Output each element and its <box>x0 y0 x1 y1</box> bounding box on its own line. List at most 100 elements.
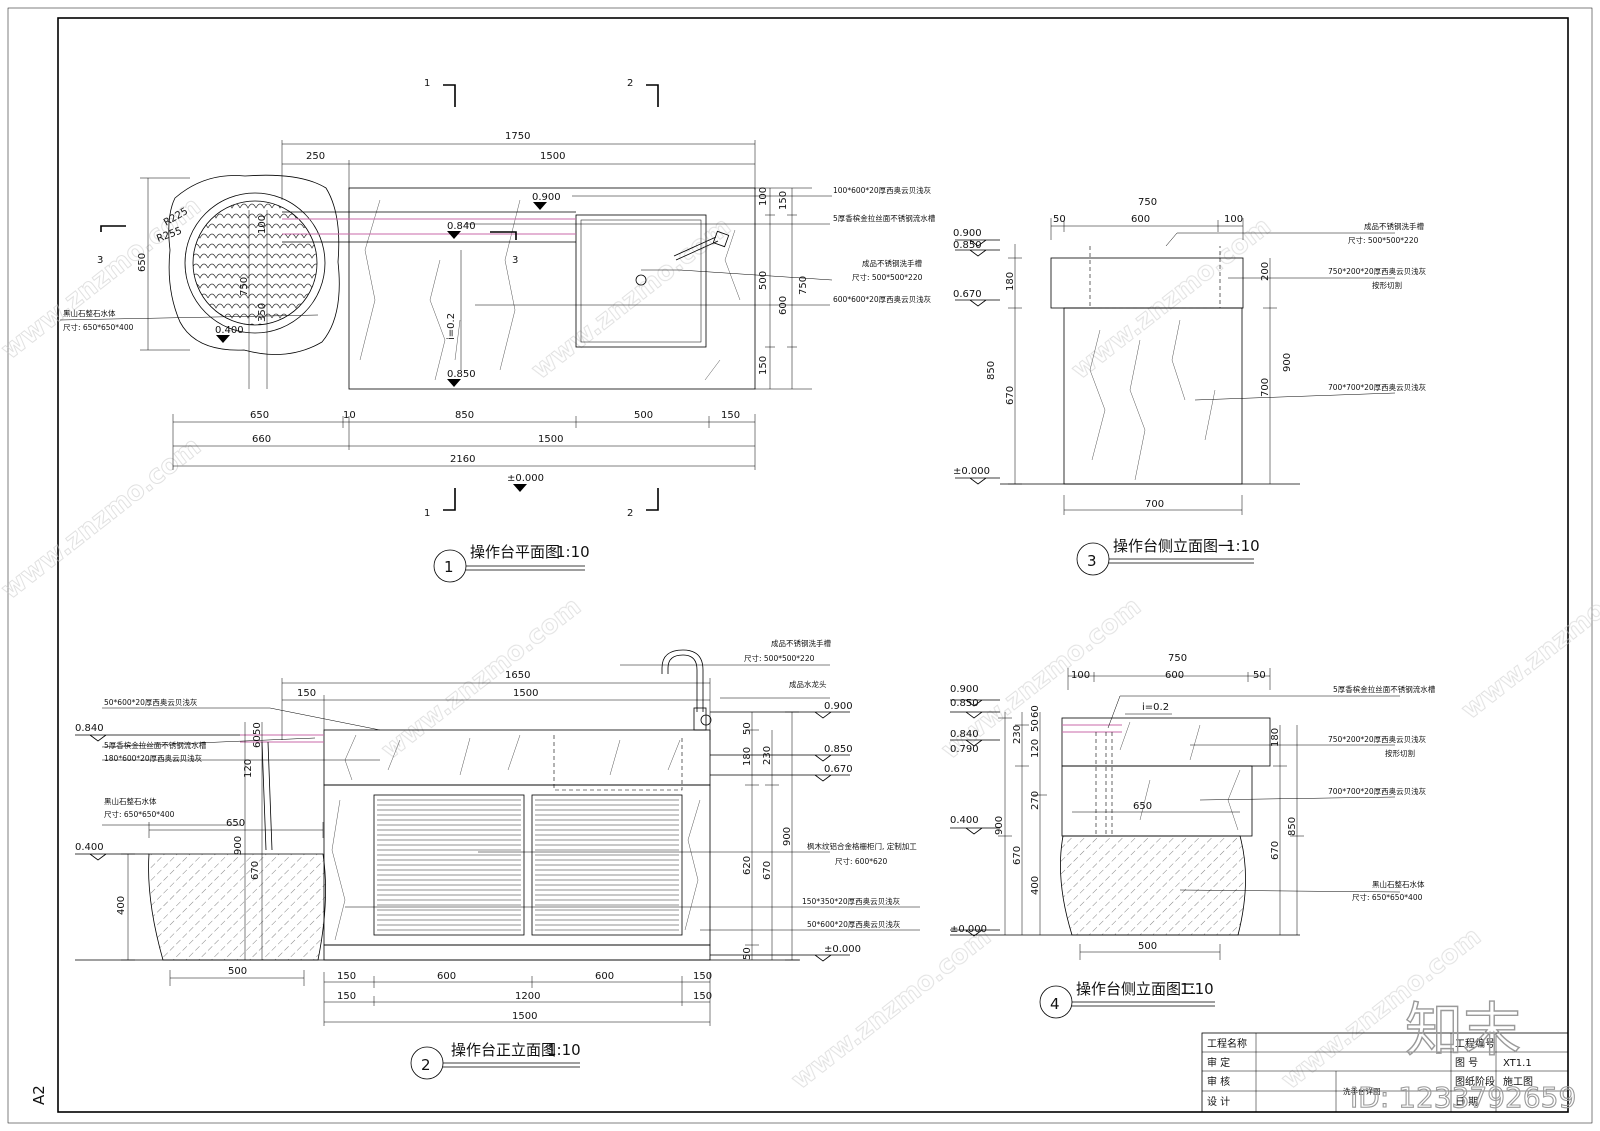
front-note-left: 50*600*20厚西奥云贝浅灰 <box>104 697 198 707</box>
sink-outer <box>575 214 707 348</box>
front-dim: 230 <box>762 746 773 765</box>
plan-dim: 500 <box>634 410 653 421</box>
drawing-name: 洗手台详图 <box>1343 1086 1381 1096</box>
watermark-site: www.znzmo.com <box>1456 552 1600 726</box>
title-block-label: 图 号 <box>1455 1057 1478 1069</box>
side2-dim: 670 <box>1012 846 1023 865</box>
section-label: 3 <box>512 255 518 266</box>
front-dim: 1200 <box>515 991 540 1002</box>
side2-dim: 670 <box>1270 841 1281 860</box>
side2-dim: 900 <box>994 816 1005 835</box>
front-leaders-right <box>345 664 920 931</box>
plan-dim: 100 <box>257 215 268 234</box>
view-number: 2 <box>421 1056 431 1074</box>
watermark-site: www.znzmo.com <box>526 212 737 386</box>
section-cut-3-right <box>490 231 517 240</box>
cabinet-door-right <box>531 794 683 936</box>
side2-level: 0.400 <box>950 815 979 826</box>
watermark-site: www.znzmo.com <box>376 592 587 766</box>
side2-note: 5厚香槟金拉丝面不锈钢流水槽 <box>1333 684 1436 694</box>
side-elevation-1: 750 50 600 100 0.900 0.850 0.670 ±0.000 … <box>953 197 1427 576</box>
faucet-handle <box>712 230 730 248</box>
side2-scale: 1:10 <box>1180 980 1214 998</box>
stone-body <box>148 853 326 961</box>
section-label: 2 <box>627 78 633 89</box>
front-level: 0.850 <box>824 744 853 755</box>
plan-dim: 1500 <box>538 434 563 445</box>
plan-stone-note: 尺寸: 650*650*400 <box>63 322 134 332</box>
front-dim: 670 <box>762 861 773 880</box>
side1-note: 按形切割 <box>1372 280 1402 290</box>
side1-level: 0.850 <box>953 240 982 251</box>
plan-dim: 660 <box>252 434 271 445</box>
view-number: 1 <box>444 558 454 576</box>
plan-dim: 350 <box>257 303 268 322</box>
plan-dim: 650 <box>137 253 148 272</box>
side2-dim: 100 <box>1071 670 1090 681</box>
level-marker <box>950 929 1000 937</box>
front-dim: 50 <box>742 722 753 735</box>
view-number: 4 <box>1050 995 1060 1013</box>
side2-note: 750*200*20厚西奥云贝浅灰 <box>1328 734 1427 744</box>
title-block-label: 审 定 <box>1207 1056 1230 1069</box>
level-marker <box>710 754 850 762</box>
front-dim: 50 <box>742 947 753 960</box>
side1-leaders <box>1165 232 1396 401</box>
side2-dim: 180 <box>1270 728 1281 747</box>
plan-note: 5厚香槟金拉丝面不锈钢流水槽 <box>833 213 936 223</box>
front-dim: 620 <box>742 856 753 875</box>
level-marker <box>447 231 461 239</box>
front-note-right: 成品水龙头 <box>789 679 827 689</box>
marble-veins <box>1119 721 1241 831</box>
level-marker <box>950 711 1000 719</box>
plan-note: 成品不锈钢洗手槽 <box>862 258 922 268</box>
water-fall <box>261 741 273 851</box>
front-title: 操作台正立面图 <box>451 1041 556 1059</box>
front-note-right: 尺寸: 600*620 <box>835 856 888 866</box>
level-marker <box>955 477 1000 485</box>
side1-level: ±0.000 <box>953 466 990 477</box>
side2-dim: 60 <box>1030 705 1041 718</box>
cabinet-door-left <box>373 794 525 936</box>
plan-note: 100*600*20厚西奥云贝浅灰 <box>833 185 932 195</box>
level-marker <box>75 853 149 861</box>
plan-dim: 850 <box>455 410 474 421</box>
counter-plinth <box>323 944 711 961</box>
side1-dim-lines <box>1008 218 1277 515</box>
front-level: 0.900 <box>824 701 853 712</box>
plan-dim: 1500 <box>540 151 565 162</box>
plan-dim: 600 <box>778 296 789 315</box>
side-elevation-2: 750 100 600 50 0.900 0.850 0.840 0.790 0… <box>950 653 1436 1019</box>
side1-dim: 750 <box>1138 197 1157 208</box>
side2-leaders <box>1107 695 1401 893</box>
side1-dim: 100 <box>1224 214 1243 225</box>
front-dim: 500 <box>228 966 247 977</box>
plan-title: 操作台平面图 <box>470 543 560 561</box>
side2-dim: 650 <box>1133 801 1152 812</box>
sheet-border <box>7 7 1593 1124</box>
front-note-right: 成品不锈钢洗手槽 <box>771 638 831 648</box>
counter-top <box>348 187 756 390</box>
faucet <box>661 649 704 712</box>
title-block-label: 工程编号 <box>1455 1037 1495 1050</box>
marble-veins <box>1089 319 1216 481</box>
plan-dim: 150 <box>721 410 740 421</box>
front-stone-note: 黑山石整石水体 <box>104 796 157 806</box>
title-block-label: 日 期 <box>1455 1096 1478 1108</box>
front-dim: 150 <box>337 991 356 1002</box>
section-cut-2-bottom <box>646 488 659 511</box>
side2-dim: 750 <box>1168 653 1187 664</box>
plan-level: 0.400 <box>215 325 244 336</box>
section-cut-2-top <box>646 84 659 107</box>
front-dim: 900 <box>233 836 244 855</box>
plan-level: 0.840 <box>447 221 476 232</box>
plan-dim: 750 <box>798 276 809 295</box>
side1-dim: 700 <box>1260 378 1271 397</box>
front-level: 0.840 <box>75 723 104 734</box>
section-label: 2 <box>627 508 633 519</box>
front-dim: 150 <box>693 991 712 1002</box>
front-note-right: 枫木纹铝合金格栅柜门, 定制加工 <box>807 841 917 851</box>
front-dim: 1650 <box>505 670 530 681</box>
sink-drain <box>635 274 647 286</box>
